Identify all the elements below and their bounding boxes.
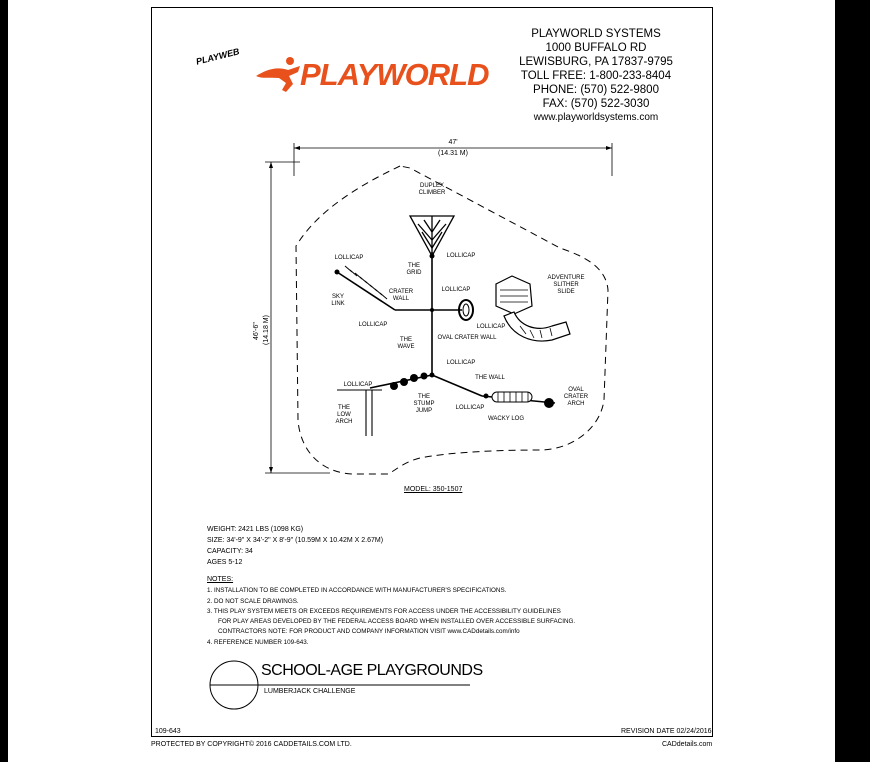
label-lollicap-mid: LOLLICAP: [441, 287, 471, 293]
label-lollicap-left: LOLLICAP: [334, 255, 364, 261]
label-lollicap-bottom: LOLLICAP: [455, 405, 485, 411]
label-wacky-log: WACKY LOG: [487, 416, 525, 422]
label-oval-crater-wall: OVAL CRATER WALL: [437, 335, 497, 341]
note-3c: CONTRACTORS NOTE: FOR PRODUCT AND COMPAN…: [218, 628, 520, 635]
height-dimension-ft: 46'-6": [253, 322, 260, 340]
company-phone: PHONE: (570) 522-9800: [533, 84, 659, 96]
spec-ages: AGES 5-12: [207, 559, 243, 566]
company-address1: 1000 BUFFALO RD: [545, 42, 647, 54]
note-3a: 3. THIS PLAY SYSTEM MEETS OR EXCEEDS REQ…: [207, 608, 561, 615]
spec-weight: WEIGHT: 2421 LBS (1098 KG): [207, 526, 304, 533]
drawing-border: [151, 7, 713, 737]
title-block-subtitle: LUMBERJACK CHALLENGE: [264, 688, 356, 695]
copyright-notice: PROTECTED BY COPYRIGHT© 2016 CADDETAILS.…: [151, 741, 352, 748]
width-dimension-ft: 47': [448, 139, 458, 146]
drawing-sheet: [8, 0, 835, 762]
company-fax: FAX: (570) 522-3030: [542, 98, 650, 110]
reference-number: 109-643: [155, 728, 181, 735]
spec-size: SIZE: 34'-9" X 34'-2" X 8'-9" (10.59M X …: [207, 537, 384, 544]
note-4: 4. REFERENCE NUMBER 109-643.: [207, 639, 309, 646]
label-lollicap-right: LOLLICAP: [476, 324, 506, 330]
company-tollfree: TOLL FREE: 1-800-233-8404: [520, 70, 672, 82]
label-lollicap-top: LOLLICAP: [446, 253, 476, 259]
label-lollicap-lower-left: LOLLICAP: [358, 322, 388, 328]
width-dimension-m: (14.31 M): [438, 150, 468, 157]
caddetails-site[interactable]: CADdetails.com: [662, 741, 713, 748]
revision-date: REVISION DATE 02/24/2016: [621, 728, 712, 735]
company-name: PLAYWORLD SYSTEMS: [531, 28, 661, 40]
company-website: www.playworldsystems.com: [533, 112, 659, 123]
notes-heading: NOTES:: [207, 576, 234, 583]
playworld-wordmark: PLAYWORLD: [300, 57, 489, 92]
note-3b: FOR PLAY AREAS DEVELOPED BY THE FEDERAL …: [218, 618, 576, 625]
label-lollicap-bottom-left: LOLLICAP: [343, 382, 373, 388]
note-2: 2. DO NOT SCALE DRAWINGS.: [207, 598, 299, 605]
note-1: 1. INSTALLATION TO BE COMPLETED IN ACCOR…: [207, 587, 507, 594]
height-dimension-m: (14.18 M): [263, 315, 270, 345]
label-lollicap-center: LOLLICAP: [446, 360, 476, 366]
title-block-title: SCHOOL-AGE PLAYGROUNDS: [261, 662, 483, 679]
label-the-wall: THE WALL: [475, 375, 505, 381]
model-number: MODEL: 350-1507: [404, 486, 463, 493]
company-address2: LEWISBURG, PA 17837-9795: [519, 56, 673, 68]
spec-capacity: CAPACITY: 34: [207, 548, 253, 555]
